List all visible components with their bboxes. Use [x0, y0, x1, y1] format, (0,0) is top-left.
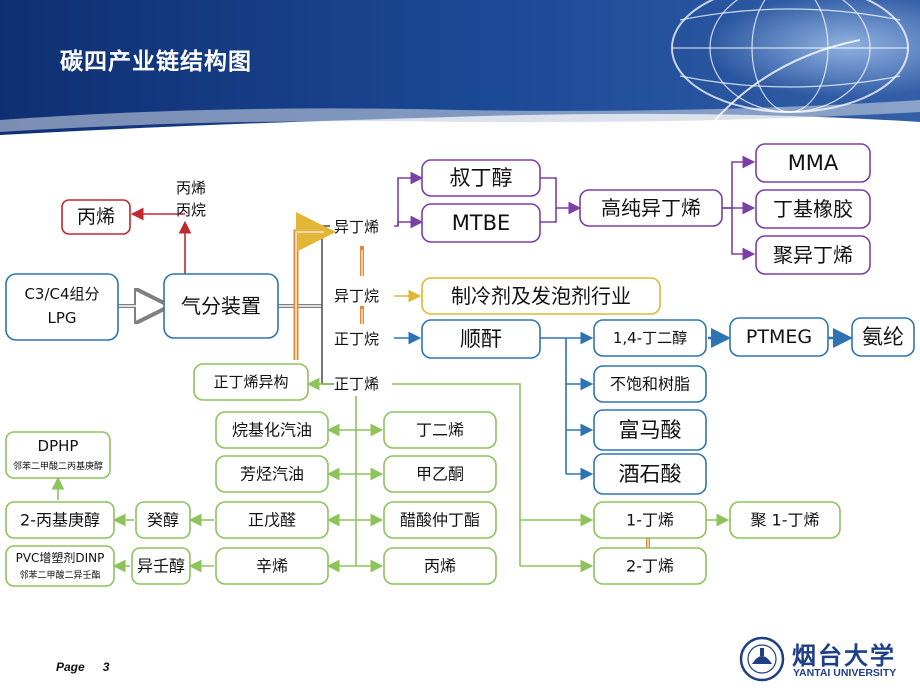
node-aromatic-gasoline: 芳烃汽油: [215, 455, 329, 493]
page-number: 3: [102, 660, 110, 674]
svg-text:邻苯二甲酸二异壬酯: 邻苯二甲酸二异壬酯: [19, 569, 100, 581]
svg-text:聚异丁烯: 聚异丁烯: [773, 243, 853, 267]
svg-text:顺酐: 顺酐: [460, 327, 502, 351]
svg-text:PTMEG: PTMEG: [746, 326, 812, 348]
svg-text:MTBE: MTBE: [452, 211, 511, 235]
node-octene: 辛烯: [215, 547, 329, 585]
node-unsaturated-resin: 不饱和树脂: [593, 365, 707, 403]
svg-text:癸醇: 癸醇: [147, 511, 179, 530]
node-butadiene: 丁二烯: [383, 411, 497, 449]
svg-text:LPG: LPG: [47, 309, 76, 327]
svg-text:1-丁烯: 1-丁烯: [626, 511, 674, 530]
node-high-purity-isobutene: 高纯异丁烯: [579, 189, 723, 227]
arrow-isobutene-to-mtbe: [397, 215, 424, 229]
svg-text:丁二烯: 丁二烯: [416, 421, 464, 440]
label-propylene-propane-2: 丙烷: [176, 201, 206, 219]
green-to-butenes: [392, 383, 521, 566]
node-poly-1-butene: 聚 1-丁烯: [729, 501, 841, 539]
svg-text:1,4-丁二醇: 1,4-丁二醇: [613, 329, 687, 347]
page-label: Page: [56, 660, 85, 674]
svg-text:PVC增塑剂DINP: PVC增塑剂DINP: [16, 550, 105, 565]
node-propylene-top: 丙烯: [61, 199, 131, 235]
svg-text:2-丙基庚醇: 2-丙基庚醇: [20, 511, 100, 530]
svg-text:邻苯二甲酸二丙基庚醇: 邻苯二甲酸二丙基庚醇: [13, 460, 103, 472]
node-tba: 叔丁醇: [421, 159, 541, 197]
svg-text:甲乙酮: 甲乙酮: [416, 465, 464, 484]
node-isononanol: 异壬醇: [131, 547, 191, 585]
svg-text:异壬醇: 异壬醇: [137, 557, 185, 576]
node-butyl-rubber: 丁基橡胶: [755, 189, 871, 229]
node-mtbe: MTBE: [421, 203, 541, 243]
svg-text:正戊醛: 正戊醛: [248, 511, 296, 530]
node-ptmeg: PTMEG: [729, 317, 829, 357]
svg-text:高纯异丁烯: 高纯异丁烯: [601, 196, 701, 220]
globe-icon: [671, 0, 909, 113]
node-c34-lpg: C3/C4组分 LPG: [5, 273, 119, 341]
node-alkylate-gasoline: 烷基化汽油: [215, 411, 329, 449]
arrow-hp-to-mma: [722, 155, 756, 209]
svg-text:烷基化汽油: 烷基化汽油: [232, 421, 312, 440]
node-dphp: DPHP 邻苯二甲酸二丙基庚醇: [5, 431, 111, 479]
node-decanol: 癸醇: [135, 501, 191, 539]
node-n-butene-isomerization: 正丁烯异构: [193, 363, 309, 401]
label-n-butane: 正丁烷: [334, 330, 379, 348]
node-1-butene: 1-丁烯: [593, 501, 707, 539]
university-emblem-icon: [739, 636, 785, 682]
node-fumaric-acid: 富马酸: [593, 409, 707, 451]
svg-text:C3/C4组分: C3/C4组分: [24, 285, 99, 303]
node-tartaric-acid: 酒石酸: [593, 453, 707, 495]
university-name-cn: 烟台大学: [792, 641, 896, 670]
node-2-butene: 2-丁烯: [593, 547, 707, 585]
node-valeraldehyde: 正戊醛: [215, 501, 329, 539]
svg-text:叔丁醇: 叔丁醇: [450, 166, 513, 190]
node-propylene-bottom: 丙烯: [383, 547, 497, 585]
svg-text:酒石酸: 酒石酸: [619, 462, 682, 486]
node-mma: MMA: [755, 143, 871, 183]
node-maleic-anhydride: 顺酐: [421, 319, 541, 359]
arrow-mtbe-to-hp: [540, 208, 557, 223]
node-spandex: 氨纶: [851, 317, 915, 357]
node-polyisobutene: 聚异丁烯: [755, 235, 871, 275]
node-sec-butyl-acetate: 醋酸仲丁酯: [383, 501, 497, 539]
svg-text:制冷剂及发泡剂行业: 制冷剂及发泡剂行业: [451, 284, 631, 308]
label-isobutane: 异丁烷: [334, 287, 379, 305]
svg-text:醋酸仲丁酯: 醋酸仲丁酯: [400, 511, 480, 530]
svg-text:芳烃汽油: 芳烃汽油: [240, 465, 304, 484]
svg-text:聚 1-丁烯: 聚 1-丁烯: [750, 511, 819, 530]
node-gas-separation: 气分装置: [163, 273, 279, 339]
page-title: 碳四产业链结构图: [60, 49, 252, 75]
label-isobutene: 异丁烯: [334, 218, 379, 236]
svg-text:MMA: MMA: [788, 151, 839, 175]
svg-text:2-丁烯: 2-丁烯: [626, 557, 674, 576]
svg-text:辛烯: 辛烯: [256, 557, 288, 576]
node-refrigerant-industry: 制冷剂及发泡剂行业: [421, 277, 661, 315]
svg-text:丁基橡胶: 丁基橡胶: [773, 197, 853, 221]
svg-text:不饱和树脂: 不饱和树脂: [610, 375, 690, 394]
svg-text:氨纶: 氨纶: [862, 325, 904, 349]
arrow-hp-to-pib: [731, 208, 756, 261]
arrow-tba-to-hp: [540, 177, 582, 215]
svg-text:DPHP: DPHP: [38, 437, 79, 455]
university-name-en: YANTAI UNIVERSITY: [793, 667, 897, 679]
svg-text:富马酸: 富马酸: [619, 418, 682, 442]
node-bdo: 1,4-丁二醇: [593, 319, 707, 357]
node-2-propylheptanol: 2-丙基庚醇: [5, 501, 115, 539]
node-mek: 甲乙酮: [383, 455, 497, 493]
svg-text:正丁烯异构: 正丁烯异构: [213, 373, 288, 391]
label-n-butene: 正丁烯: [334, 375, 379, 393]
connectors: [51, 155, 853, 573]
svg-text:气分装置: 气分装置: [181, 294, 261, 318]
arrow-isobutene-to-tba: [394, 171, 424, 227]
page-footer: Page 3: [56, 660, 127, 674]
node-pvc-dinp: PVC增塑剂DINP 邻苯二甲酸二异壬酯: [5, 545, 115, 587]
svg-text:丙烯: 丙烯: [424, 557, 456, 576]
title-banner: [0, 0, 920, 138]
svg-text:丙烯: 丙烯: [77, 206, 115, 228]
label-propylene-propane-1: 丙烯: [176, 179, 206, 197]
